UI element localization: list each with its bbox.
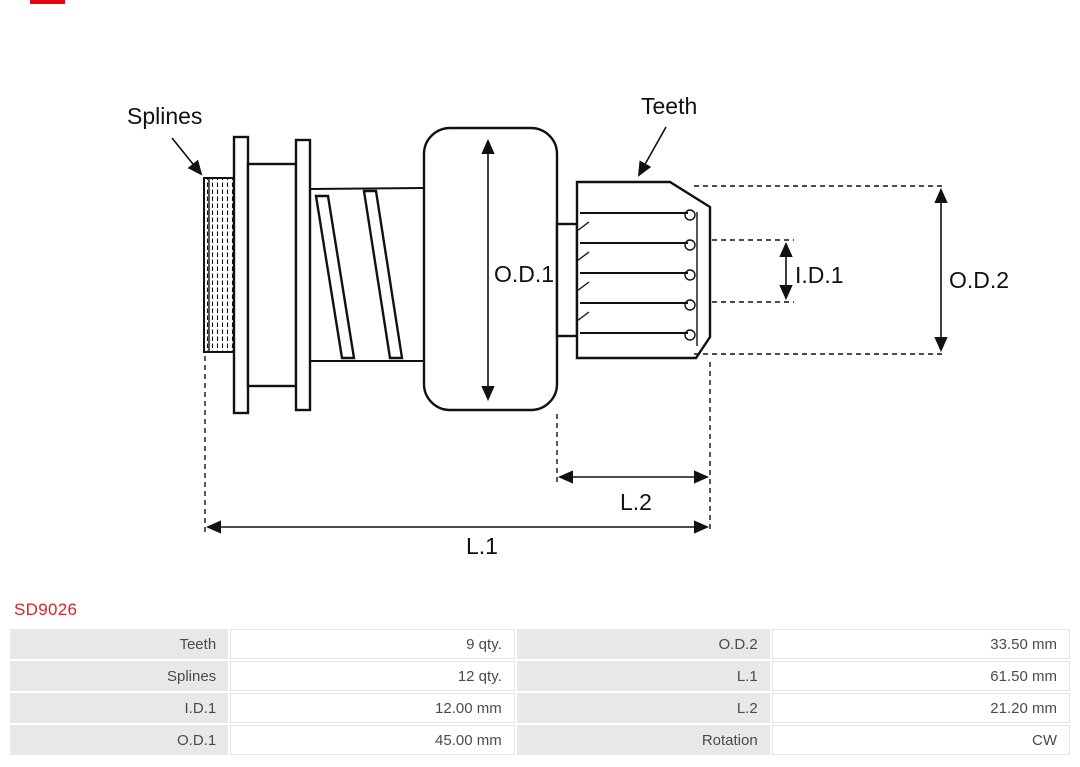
splines-label: Splines [127, 103, 202, 129]
spec-row-id1-l2: I.D.1 12.00 mm L.2 21.20 mm [10, 693, 1070, 723]
pinion-gear [575, 180, 712, 360]
pinion-teeth-grooves [580, 209, 696, 341]
spec-value-od2: 33.50 mm [771, 629, 1070, 659]
spec-label-l2: L.2 [516, 693, 770, 723]
spec-label-splines: Splines [10, 661, 229, 691]
spec-value-rotation: CW [771, 725, 1070, 755]
spec-label-od2: O.D.2 [516, 629, 770, 659]
spec-row-teeth-od2: Teeth 9 qty. O.D.2 33.50 mm [10, 629, 1070, 659]
teeth-leader-arrow [637, 126, 667, 177]
spec-value-l2: 21.20 mm [771, 693, 1070, 723]
extension-lines [204, 185, 946, 533]
splined-shaft [203, 177, 235, 353]
spec-label-id1: I.D.1 [10, 693, 229, 723]
od2-label: O.D.2 [949, 267, 1009, 293]
starter-drive-diagram: Splines Teeth O.D.1 I.D.1 O.D.2 L.2 L.1 [127, 93, 1009, 559]
l1-label: L.1 [466, 533, 498, 559]
spec-value-l1: 61.50 mm [771, 661, 1070, 691]
teeth-label: Teeth [641, 93, 697, 119]
l2-label: L.2 [620, 489, 652, 515]
spec-value-splines: 12 qty. [230, 661, 515, 691]
spec-value-teeth: 9 qty. [230, 629, 515, 659]
spring [309, 187, 425, 362]
spec-label-teeth: Teeth [10, 629, 229, 659]
spec-label-l1: L.1 [516, 661, 770, 691]
id1-label: I.D.1 [795, 262, 844, 288]
spec-value-id1: 12.00 mm [230, 693, 515, 723]
od1-label: O.D.1 [494, 261, 554, 287]
dimension-lines [205, 138, 948, 534]
product-code: SD9026 [14, 600, 78, 619]
flange-discs [232, 135, 312, 415]
spec-row-od1-rotation: O.D.1 45.00 mm Rotation CW [10, 725, 1070, 755]
spec-table: Teeth 9 qty. O.D.2 33.50 mm Splines 12 q… [8, 627, 1072, 757]
spec-label-od1: O.D.1 [10, 725, 229, 755]
spec-row-splines-l1: Splines 12 qty. L.1 61.50 mm [10, 661, 1070, 691]
splines-leader-arrow [171, 137, 203, 176]
pinion-helix-ticks [576, 221, 590, 322]
brand-logo-fragment [30, 0, 65, 4]
shaft-step [555, 222, 579, 338]
spec-value-od1: 45.00 mm [230, 725, 515, 755]
spec-label-rotation: Rotation [516, 725, 770, 755]
